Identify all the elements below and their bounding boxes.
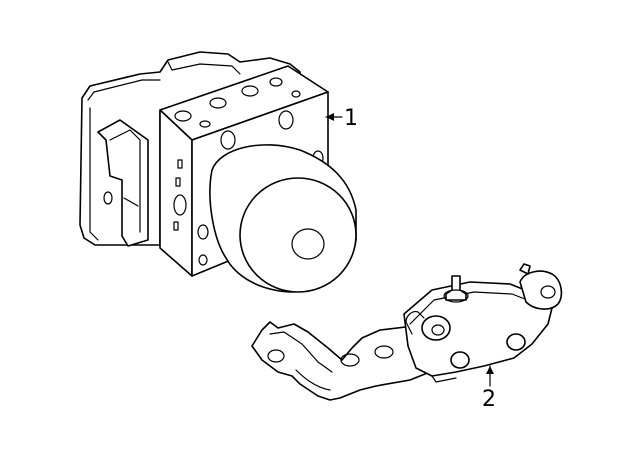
callout-2: 2	[482, 365, 496, 412]
callout-label-1: 1	[344, 106, 358, 131]
mounting-bracket	[251, 263, 563, 401]
connector	[97, 119, 149, 247]
callout-1: 1	[325, 106, 358, 131]
bracket-plate	[403, 281, 553, 377]
hydraulic-block-front	[159, 109, 193, 277]
callout-label-2: 2	[482, 387, 496, 412]
abs-modulator-unit	[79, 51, 357, 293]
rubber-mount	[519, 270, 563, 310]
